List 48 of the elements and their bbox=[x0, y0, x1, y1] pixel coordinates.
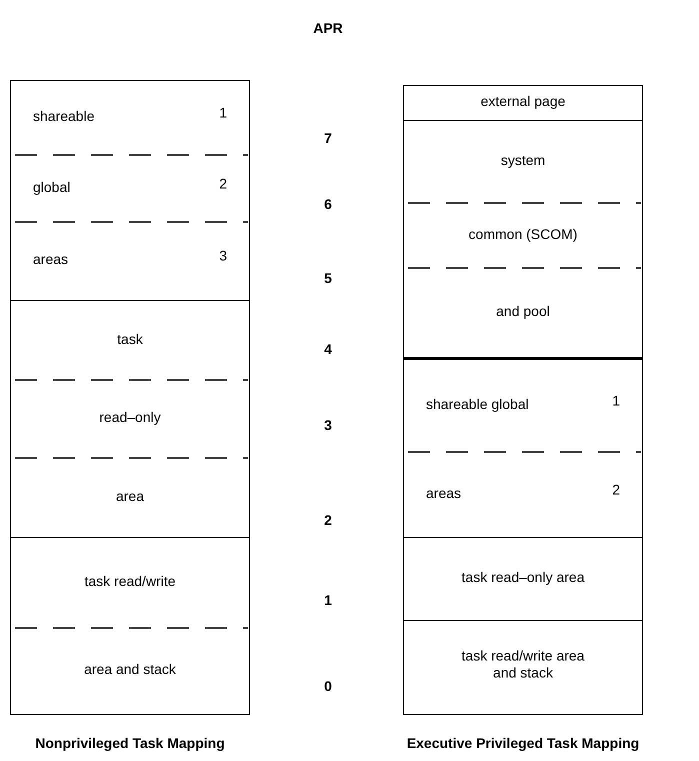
memory-region bbox=[10, 155, 250, 222]
region-label: shareable bbox=[33, 108, 96, 125]
axis-number: 4 bbox=[324, 341, 332, 357]
memory-region bbox=[403, 357, 643, 452]
column-caption: Nonprivileged Task Mapping bbox=[35, 735, 225, 751]
memory-region bbox=[10, 628, 250, 715]
region-number: 3 bbox=[219, 247, 227, 264]
memory-region bbox=[403, 120, 643, 203]
axis-number: 6 bbox=[324, 196, 332, 212]
region-label: area bbox=[114, 487, 146, 504]
memory-region bbox=[10, 222, 250, 300]
memory-region bbox=[10, 80, 250, 155]
axis-number: 0 bbox=[324, 678, 332, 694]
region-number: 2 bbox=[219, 174, 227, 192]
memory-region bbox=[10, 300, 250, 380]
axis-number: 5 bbox=[324, 270, 332, 286]
region-label: areas bbox=[426, 484, 462, 502]
memory-region bbox=[403, 268, 643, 357]
memory-region bbox=[10, 380, 250, 458]
region-label: area and stack bbox=[83, 660, 177, 678]
axis-number: 3 bbox=[324, 417, 332, 433]
region-label: system bbox=[500, 152, 546, 169]
memory-region bbox=[403, 203, 643, 268]
region-label: global bbox=[33, 178, 72, 196]
region-label: task read/write area and stack bbox=[460, 647, 586, 682]
apr-heading: APR bbox=[313, 20, 343, 36]
memory-region bbox=[10, 537, 250, 628]
region-label: and pool bbox=[495, 302, 551, 320]
region-label: task read/write bbox=[83, 572, 177, 590]
memory-region bbox=[403, 85, 643, 120]
memory-region bbox=[403, 537, 643, 620]
region-number: 2 bbox=[612, 480, 620, 498]
axis-number: 7 bbox=[324, 130, 332, 146]
region-number: 1 bbox=[219, 104, 227, 122]
axis-number: 1 bbox=[324, 592, 332, 608]
memory-region bbox=[10, 458, 250, 537]
region-label: external page bbox=[480, 92, 566, 110]
region-label: task bbox=[116, 330, 144, 348]
region-label: read–only bbox=[98, 408, 162, 426]
region-label: common (SCOM) bbox=[468, 225, 578, 242]
region-label: task read–only area bbox=[460, 568, 586, 586]
column-caption: Executive Privileged Task Mapping bbox=[406, 735, 640, 751]
region-number: 1 bbox=[612, 392, 620, 410]
region-label: areas bbox=[33, 250, 70, 268]
memory-region bbox=[403, 452, 643, 537]
axis-number: 2 bbox=[324, 512, 332, 528]
region-label: shareable global bbox=[426, 396, 530, 413]
memory-region bbox=[403, 620, 643, 715]
